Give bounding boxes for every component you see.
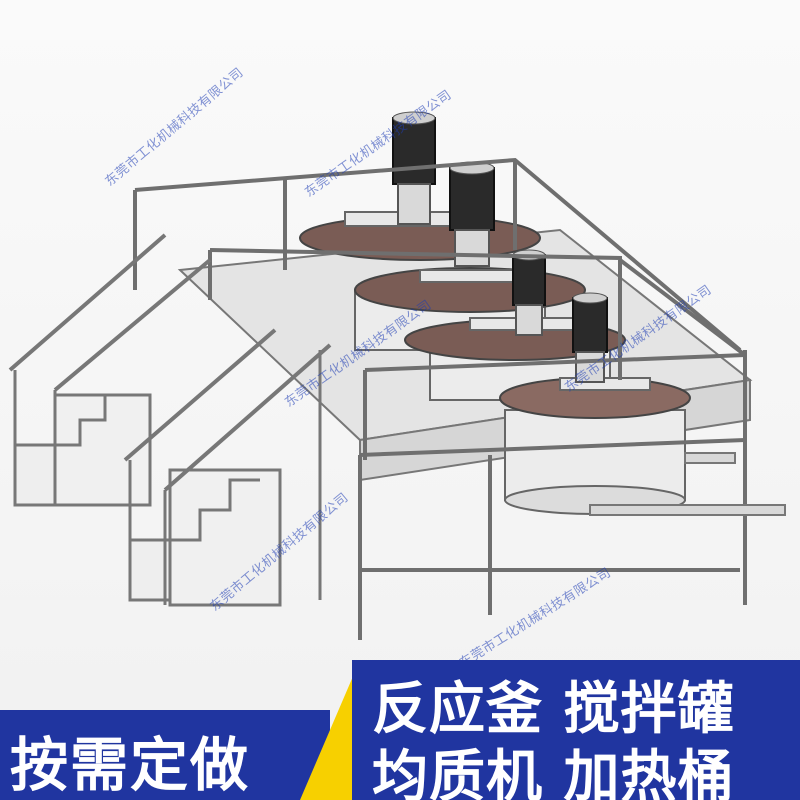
banner-left-panel <box>0 710 330 800</box>
steel-frame <box>133 157 747 640</box>
made-to-order-text: 按需定做 <box>10 731 251 799</box>
banner-right-panel <box>352 660 800 800</box>
promo-banner: 按需定做 反应釜 搅拌罐 均质机 加热桶 <box>0 660 800 800</box>
banner-yellow-accent <box>300 660 360 800</box>
staircase-right <box>123 328 332 607</box>
outlet-pipes <box>589 452 786 516</box>
product-line-2: 均质机 加热桶 <box>372 745 735 800</box>
product-line-1: 反应釜 搅拌罐 <box>372 677 735 742</box>
staircase-left <box>8 233 212 507</box>
